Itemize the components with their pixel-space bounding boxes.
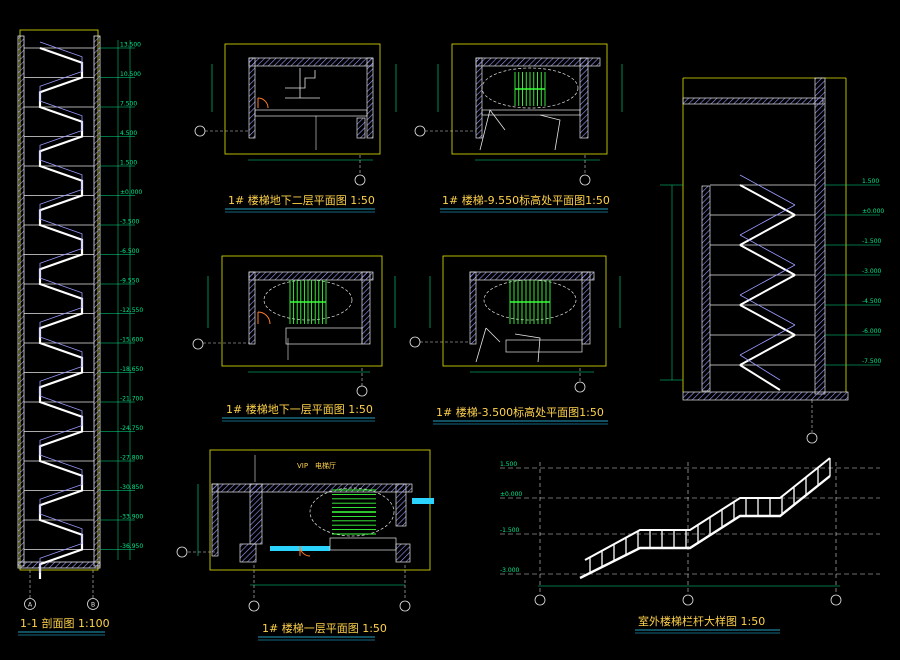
stair-stringer: [579, 475, 831, 580]
stair-railing: [739, 324, 796, 356]
plan-f1-title: 1# 楼梯一层平面图 1:50: [262, 621, 387, 635]
level-label: -1.500: [862, 238, 882, 245]
section-left-wall: [17, 35, 25, 567]
plan-b9550-title: 1# 楼梯-9.550标高处平面图1:50: [442, 193, 610, 207]
enlarged-stair-flights: [739, 174, 796, 391]
grid-marker: A: [24, 598, 36, 610]
stair-flight: [739, 334, 796, 366]
stair-lines: [285, 68, 320, 99]
level-label: ±0.000: [120, 189, 142, 196]
room-label-vip: VIP: [297, 462, 308, 470]
plan-b2-title: 1# 楼梯地下二层平面图 1:50: [228, 193, 375, 207]
grid-marker: B: [87, 598, 99, 610]
stair-railing: [739, 294, 796, 326]
level-label: ±0.000: [862, 208, 884, 215]
detail-railing: [579, 457, 831, 580]
stair-railing: [739, 204, 796, 236]
plan-b1-title: 1# 楼梯地下一层平面图 1:50: [226, 402, 373, 416]
plan-b3500: 1# 楼梯-3.500标高处平面图1:50: [409, 255, 621, 425]
level-label: -3.500: [120, 219, 140, 226]
plan-b2: 1# 楼梯地下二层平面图 1:50: [194, 43, 397, 213]
level-label: -3.000: [862, 268, 882, 275]
level-label: 1.500: [500, 461, 517, 468]
level-label: -21.700: [120, 396, 143, 403]
section-stair-zigzag: [38, 46, 84, 579]
level-label: -3.000: [500, 567, 520, 574]
door-swing: [257, 97, 269, 109]
level-label: 1.500: [862, 178, 879, 185]
level-label: 1.500: [120, 160, 137, 167]
level-label: -18.650: [120, 366, 143, 373]
section-1-1: 13.500 10.500 7.500 4.500 1.500 ±0.000 -3.500 -…: [17, 29, 143, 636]
level-label: 13.500: [120, 42, 141, 49]
stair-treads: [289, 280, 327, 324]
stair-section-enlarged: 1.500 ±0.000 -1.500 -3.000 -4.500 -6.000 -7.50…: [660, 77, 884, 444]
level-label: -1.500: [500, 527, 520, 534]
plan-b9550: 1# 楼梯-9.550标高处平面图1:50: [414, 43, 623, 213]
level-label: -27.800: [120, 455, 143, 462]
plan-f1: VIP 电梯厅 1# 楼梯一层平面图 1:50: [176, 449, 434, 641]
level-label: -30.850: [120, 484, 143, 491]
level-label: -4.500: [862, 298, 882, 305]
plan-b1: 1# 楼梯地下一层平面图 1:50: [192, 255, 396, 422]
section-right-wall: [93, 35, 101, 567]
level-label: 10.500: [120, 71, 141, 78]
room-label-elevator-hall: 电梯厅: [315, 461, 336, 470]
section-title: 1-1 剖面图 1:100: [20, 616, 110, 630]
section-stair-railing: [39, 41, 83, 573]
stair-flight: [739, 364, 781, 391]
railing-detail: 1.500 ±0.000 -1.500 -3.000 室外楼梯栏杆大样图 1:50: [500, 457, 880, 634]
stair-railing: [739, 264, 796, 296]
level-label: ±0.000: [500, 491, 522, 498]
level-label: 7.500: [120, 101, 137, 108]
enlarged-floor-slabs: [660, 184, 880, 381]
section-level-labels: 13.500 10.500 7.500 4.500 1.500 ±0.000 -3.500 -…: [120, 42, 143, 551]
level-label: -24.750: [120, 425, 143, 432]
stair-railing: [739, 174, 796, 206]
svg-text:A: A: [28, 602, 33, 609]
level-label: -36.950: [120, 543, 143, 550]
stair-railing: [739, 234, 796, 266]
handrail: [584, 457, 831, 561]
level-label: -6.000: [862, 328, 882, 335]
level-label: -7.500: [862, 358, 882, 365]
level-label: -6.500: [120, 248, 140, 255]
level-label: -9.550: [120, 278, 140, 285]
level-label: -12.550: [120, 307, 143, 314]
plan-b3500-title: 1# 楼梯-3.500标高处平面图1:50: [436, 405, 604, 419]
glass-wall: [412, 498, 434, 504]
enlarged-level-labels: 1.500 ±0.000 -1.500 -3.000 -4.500 -6.000 -7.50…: [862, 178, 884, 365]
level-label: 4.500: [120, 130, 137, 137]
level-label: -15.600: [120, 337, 143, 344]
door-swing: [299, 545, 311, 557]
stair-treads: [514, 72, 546, 106]
railing-detail-title: 室外楼梯栏杆大样图 1:50: [638, 614, 765, 628]
stair-railing: [739, 354, 781, 381]
level-label: -33.900: [120, 514, 143, 521]
section-dimension-chain: [100, 40, 135, 560]
svg-text:B: B: [91, 602, 95, 609]
stair-treads: [332, 489, 376, 535]
stair-treads: [509, 280, 551, 324]
